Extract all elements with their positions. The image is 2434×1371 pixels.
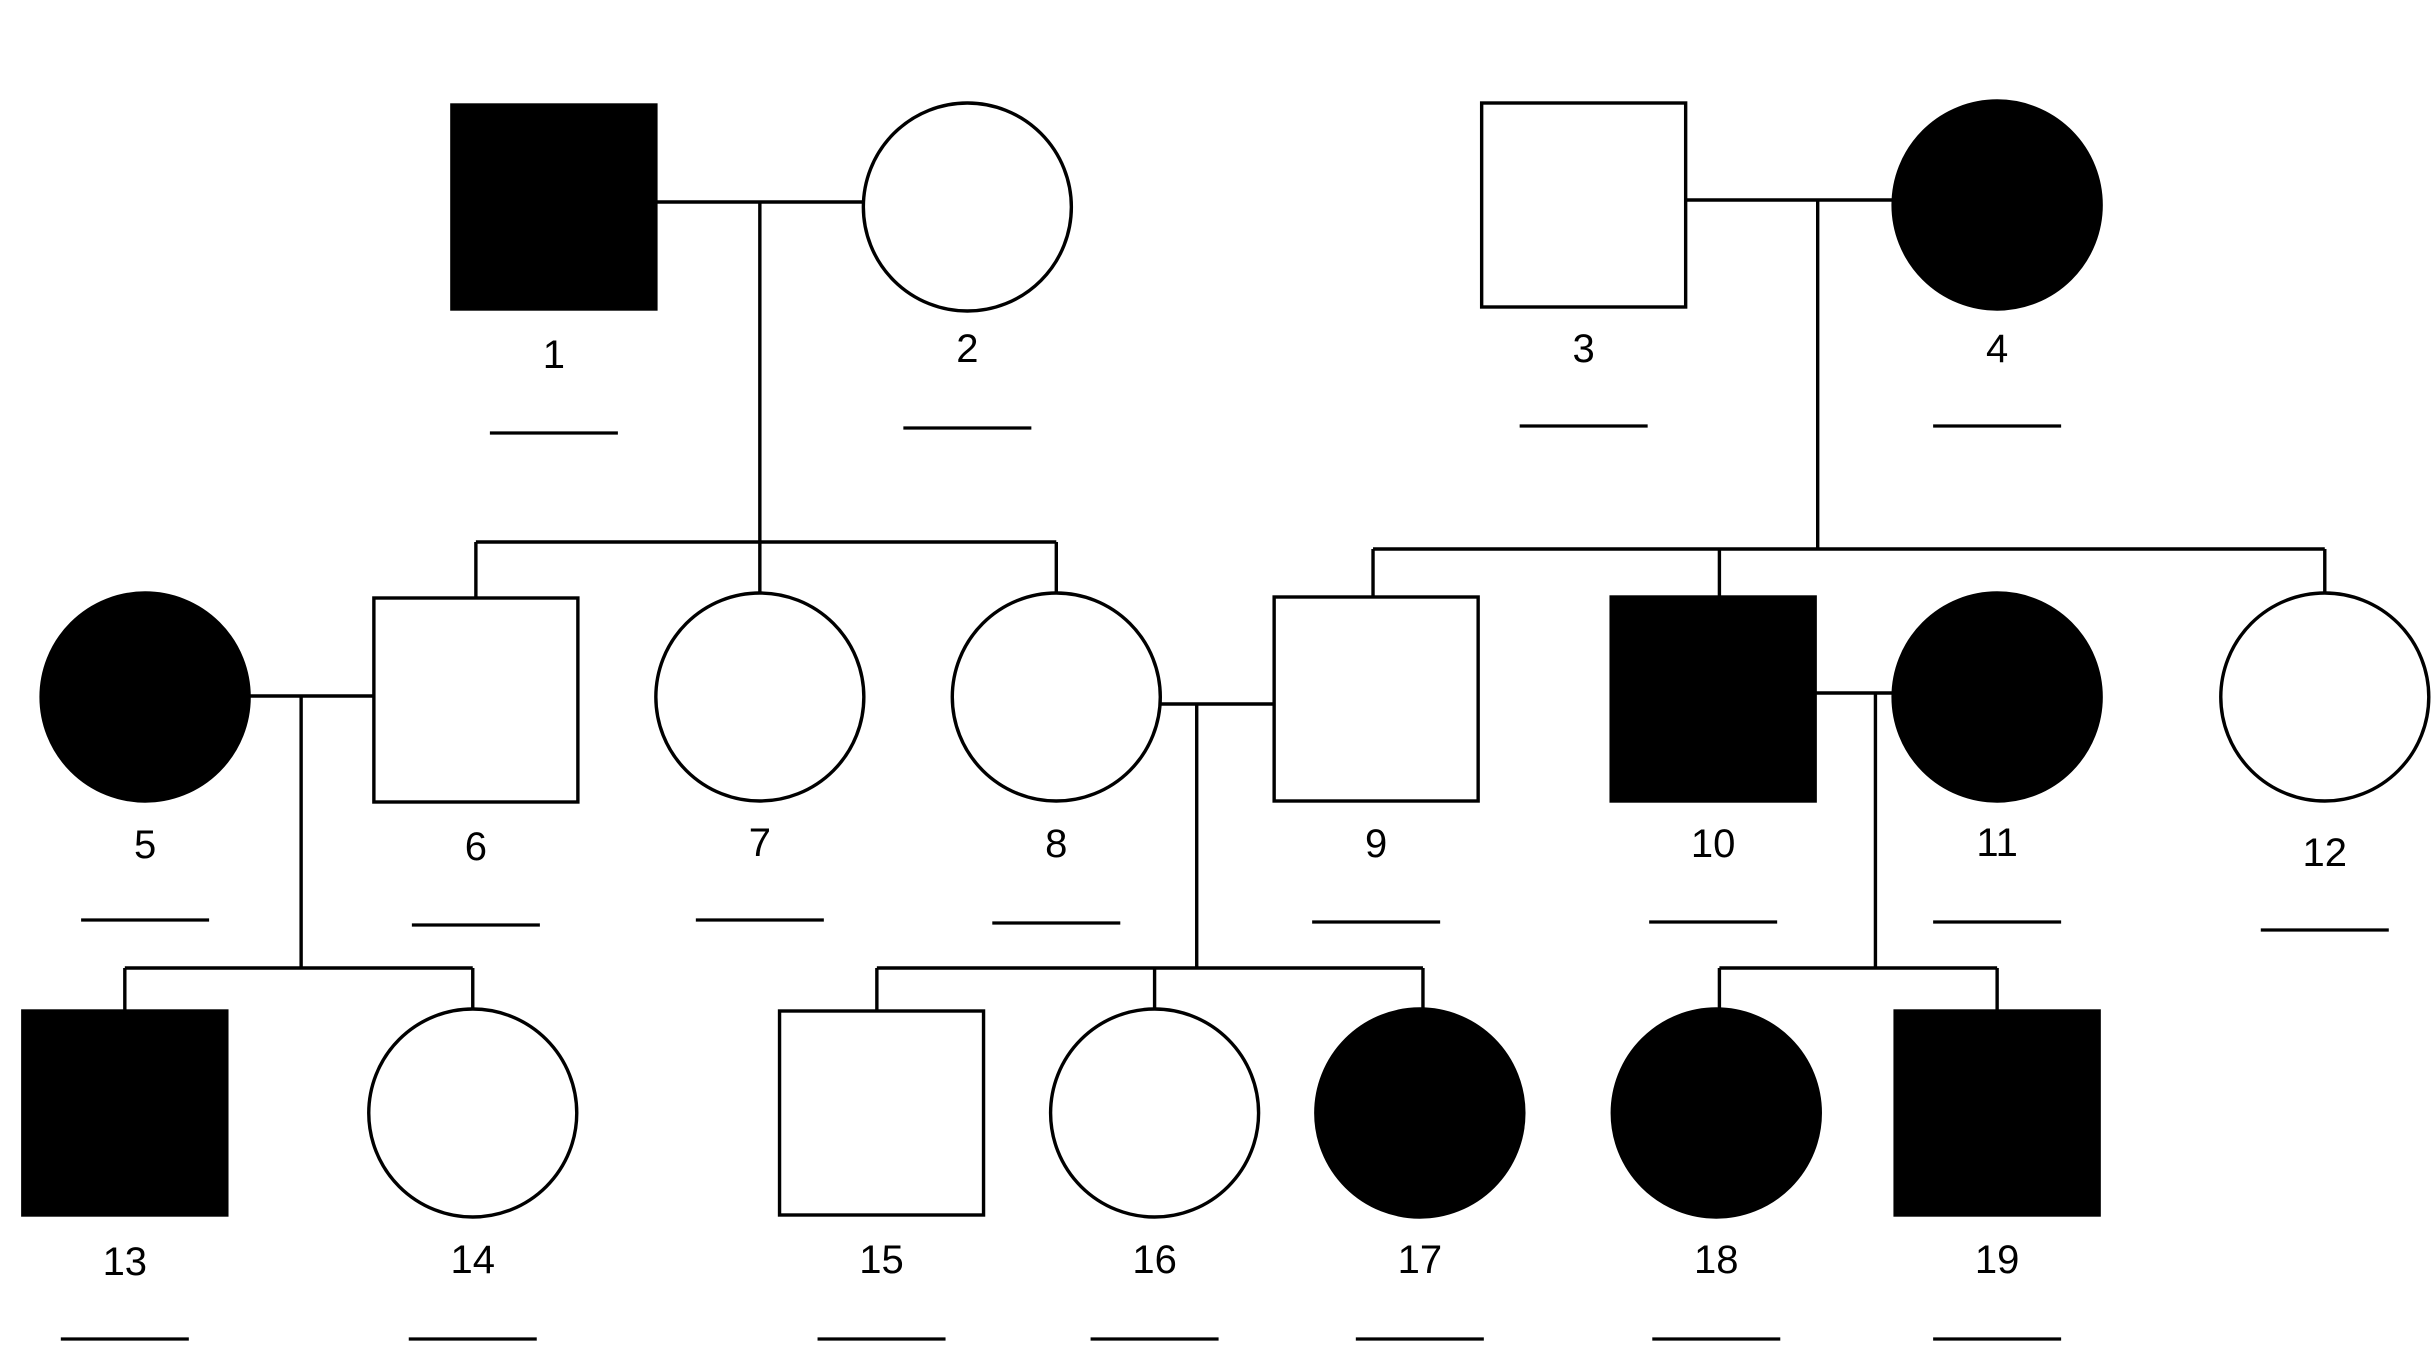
individual-number-label: 7 (749, 821, 771, 865)
individual-number-label: 16 (1132, 1238, 1177, 1282)
affected-female-circle (1891, 99, 2103, 311)
affected-female-circle (39, 591, 251, 803)
unaffected-female-circle (950, 591, 1162, 803)
unaffected-male-square (777, 1009, 986, 1217)
individual-number-label: 18 (1694, 1238, 1739, 1282)
individual-number-label: 13 (103, 1240, 148, 1284)
individual-number-label: 15 (859, 1238, 904, 1282)
individual-2: 2 (861, 101, 1074, 430)
unaffected-male-square (1479, 101, 1688, 309)
individual-number-label: 14 (451, 1238, 496, 1282)
individual-13: 13 (21, 1009, 229, 1341)
individual-18: 18 (1610, 1007, 1822, 1341)
individual-10: 10 (1609, 595, 1817, 924)
affected-male-square (21, 1009, 229, 1217)
unaffected-female-circle (654, 591, 866, 803)
individual-16: 16 (1048, 1007, 1261, 1341)
affected-female-circle (1891, 591, 2103, 803)
individual-4: 4 (1891, 99, 2103, 428)
individual-number-label: 8 (1045, 822, 1067, 866)
individual-19: 19 (1893, 1009, 2101, 1341)
individual-number-label: 12 (2303, 831, 2348, 875)
unaffected-male-square (372, 596, 580, 804)
relationship-lines (123, 198, 2327, 1011)
individual-number-label: 19 (1975, 1238, 2020, 1282)
individual-number-label: 10 (1691, 822, 1736, 866)
individual-number-label: 4 (1986, 327, 2008, 371)
unaffected-female-circle (367, 1007, 579, 1219)
individual-14: 14 (367, 1007, 579, 1341)
individual-9: 9 (1272, 595, 1480, 924)
individual-5: 5 (39, 591, 251, 922)
individual-number-label: 6 (465, 825, 487, 869)
individual-1: 1 (450, 103, 658, 435)
individual-17: 17 (1314, 1007, 1526, 1341)
individual-number-label: 3 (1573, 327, 1595, 371)
affected-male-square (450, 103, 658, 311)
unaffected-female-circle (2219, 591, 2431, 803)
individual-6: 6 (372, 596, 580, 927)
unaffected-female-circle (1048, 1007, 1261, 1219)
individual-number-label: 2 (956, 327, 978, 371)
affected-male-square (1893, 1009, 2101, 1217)
individual-15: 15 (777, 1009, 986, 1341)
unaffected-female-circle (861, 101, 1074, 313)
individual-3: 3 (1479, 101, 1688, 428)
individual-number-label: 1 (543, 333, 565, 377)
affected-female-circle (1314, 1007, 1526, 1219)
unaffected-male-square (1272, 595, 1480, 803)
individual-11: 11 (1891, 591, 2103, 924)
individual-7: 7 (654, 591, 866, 922)
individual-number-label: 9 (1365, 822, 1387, 866)
individual-number-label: 11 (1976, 821, 2018, 865)
individual-number-label: 17 (1398, 1238, 1443, 1282)
individual-8: 8 (950, 591, 1162, 925)
individual-12: 12 (2219, 591, 2431, 932)
affected-female-circle (1610, 1007, 1822, 1219)
individual-number-label: 5 (134, 823, 156, 867)
affected-male-square (1609, 595, 1817, 803)
